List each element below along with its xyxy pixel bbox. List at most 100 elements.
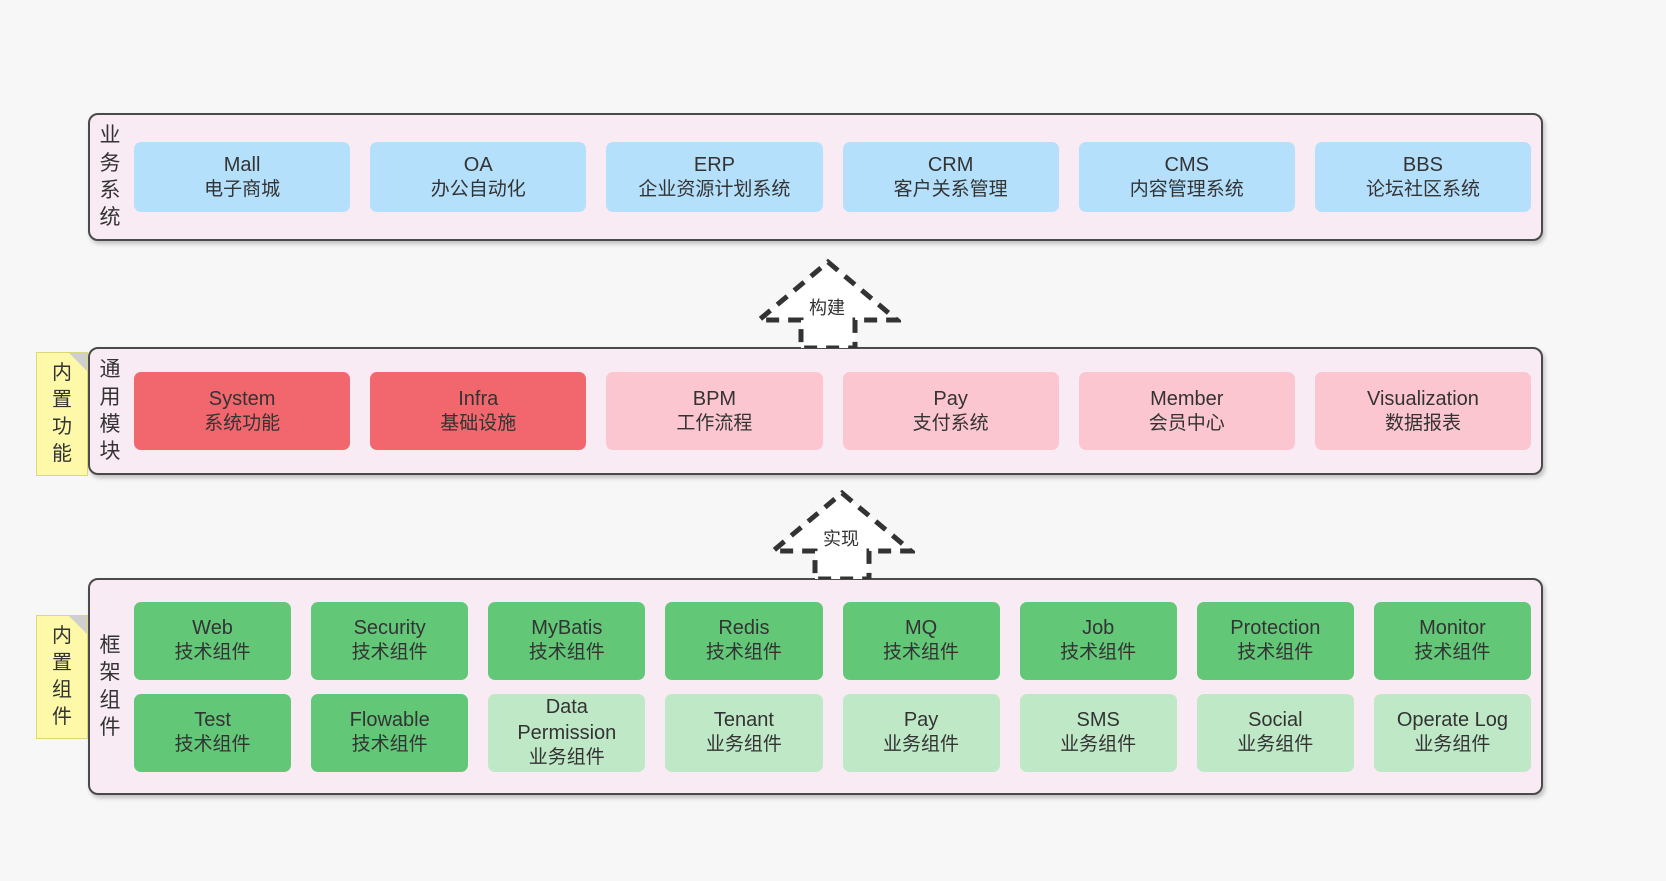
layer-label-char: 统 xyxy=(99,206,121,230)
layer-body-common: System 系统功能 Infra 基础设施 BPM 工作流程 Pay 支付系统… xyxy=(130,349,1541,473)
layer-label-char: 用 xyxy=(99,385,121,409)
module-subtitle: 技术组件 xyxy=(1237,642,1314,664)
module-title: Mall xyxy=(223,153,261,176)
layer-label-char: 块 xyxy=(99,440,121,464)
module-box-erp[interactable]: ERP 企业资源计划系统 xyxy=(606,142,823,212)
note-label-char: 内 xyxy=(52,625,72,648)
module-title: MQ xyxy=(904,617,938,640)
arrow-implement: 实现 xyxy=(766,489,918,582)
module-box-pay-business[interactable]: Pay 业务组件 xyxy=(842,693,1000,772)
note-fold-icon xyxy=(69,353,87,371)
module-subtitle: 技术组件 xyxy=(1414,642,1491,664)
layer-row: Mall 电子商城 OA 办公自动化 ERP 企业资源计划系统 CRM 客户关系… xyxy=(134,142,1532,212)
note-label-char: 置 xyxy=(52,652,72,675)
module-subtitle: 技术组件 xyxy=(174,734,251,756)
module-box-bbs[interactable]: BBS 论坛社区系统 xyxy=(1314,142,1532,212)
layer-label-char: 框 xyxy=(99,633,121,657)
note-label-char: 能 xyxy=(52,442,72,465)
layer-label-char: 务 xyxy=(99,151,121,175)
layer-row: System 系统功能 Infra 基础设施 BPM 工作流程 Pay 支付系统… xyxy=(134,372,1532,450)
layer-label-char: 架 xyxy=(99,661,121,685)
sticky-note-builtin-component: 内 置 组 件 xyxy=(36,615,88,739)
module-box-cms[interactable]: CMS 内容管理系统 xyxy=(1078,142,1295,212)
module-box-operate-log[interactable]: Operate Log 业务组件 xyxy=(1373,693,1531,772)
module-title: Web xyxy=(192,617,233,640)
module-box-tenant[interactable]: Tenant 业务组件 xyxy=(665,693,823,772)
layer-label-framework: 框 架 组 件 xyxy=(90,580,130,793)
module-box-member[interactable]: Member 会员中心 xyxy=(1078,372,1295,450)
module-title: Infra xyxy=(458,387,499,410)
layer-business-systems: 业 务 系 统 Mall 电子商城 OA 办公自动化 ERP 企业资源计划系统 xyxy=(88,113,1543,241)
module-subtitle: 技术组件 xyxy=(528,642,605,664)
module-box-job[interactable]: Job 技术组件 xyxy=(1019,601,1177,680)
module-subtitle: 技术组件 xyxy=(705,642,782,664)
module-subtitle: 业务组件 xyxy=(1060,734,1137,756)
module-box-pay[interactable]: Pay 支付系统 xyxy=(842,372,1059,450)
layer-common-modules: 通 用 模 块 System 系统功能 Infra 基础设施 BPM 工作流程 xyxy=(88,347,1543,475)
module-box-test[interactable]: Test 技术组件 xyxy=(134,693,292,772)
module-subtitle: 支付系统 xyxy=(912,412,989,434)
module-title: Data Permission xyxy=(517,696,617,745)
layer-row: Test 技术组件 Flowable 技术组件 Data Permission … xyxy=(134,693,1531,772)
module-box-redis[interactable]: Redis 技术组件 xyxy=(665,601,823,680)
layer-label-char: 系 xyxy=(99,179,121,202)
arrow-implement-label: 实现 xyxy=(823,529,859,549)
module-box-monitor[interactable]: Monitor 技术组件 xyxy=(1373,601,1531,680)
layer-label-common: 通 用 模 块 xyxy=(90,349,130,473)
module-subtitle: 技术组件 xyxy=(883,642,960,664)
module-subtitle: 工作流程 xyxy=(676,412,753,434)
module-box-protection[interactable]: Protection 技术组件 xyxy=(1196,601,1354,680)
module-subtitle: 技术组件 xyxy=(351,734,428,756)
layer-framework-components: 框 架 组 件 Web 技术组件 Security 技术组件 MyBatis 技… xyxy=(88,578,1543,795)
module-title: System xyxy=(208,387,276,410)
layer-label-business: 业 务 系 统 xyxy=(90,115,130,239)
module-title: Protection xyxy=(1230,617,1321,640)
module-box-security[interactable]: Security 技术组件 xyxy=(311,601,469,680)
module-box-sms[interactable]: SMS 业务组件 xyxy=(1019,693,1177,772)
module-subtitle: 技术组件 xyxy=(1060,642,1137,664)
module-subtitle: 办公自动化 xyxy=(430,178,526,200)
module-subtitle: 系统功能 xyxy=(204,412,281,434)
module-box-oa[interactable]: OA 办公自动化 xyxy=(370,142,587,212)
module-box-system[interactable]: System 系统功能 xyxy=(134,372,351,450)
module-subtitle: 技术组件 xyxy=(351,642,428,664)
module-title: Redis xyxy=(718,617,770,640)
sticky-note-builtin-function: 内 置 功 能 xyxy=(36,352,88,476)
module-title: MyBatis xyxy=(531,617,603,640)
note-label-char: 件 xyxy=(52,705,72,728)
module-title: BBS xyxy=(1402,153,1443,176)
module-box-bpm[interactable]: BPM 工作流程 xyxy=(606,372,823,450)
module-title: Operate Log xyxy=(1396,709,1509,732)
note-label-char: 置 xyxy=(52,389,72,412)
module-title: Test xyxy=(194,709,231,732)
module-box-infra[interactable]: Infra 基础设施 xyxy=(370,372,587,450)
module-title: Monitor xyxy=(1419,617,1486,640)
module-box-crm[interactable]: CRM 客户关系管理 xyxy=(842,142,1059,212)
module-title: OA xyxy=(463,153,493,176)
module-title: Tenant xyxy=(713,709,774,732)
module-subtitle: 数据报表 xyxy=(1384,412,1461,434)
module-box-web[interactable]: Web 技术组件 xyxy=(134,601,292,680)
layer-label-char: 模 xyxy=(99,413,121,436)
module-box-mall[interactable]: Mall 电子商城 xyxy=(134,142,351,212)
module-box-flowable[interactable]: Flowable 技术组件 xyxy=(311,693,469,772)
layer-body-business: Mall 电子商城 OA 办公自动化 ERP 企业资源计划系统 CRM 客户关系… xyxy=(130,115,1541,239)
module-title: Pay xyxy=(933,387,968,410)
arrow-build-label: 构建 xyxy=(809,298,845,318)
note-label-char: 内 xyxy=(52,362,72,385)
module-box-data-permission[interactable]: Data Permission 业务组件 xyxy=(488,693,646,772)
module-subtitle: 论坛社区系统 xyxy=(1365,178,1480,200)
layer-row: Web 技术组件 Security 技术组件 MyBatis 技术组件 Redi… xyxy=(134,601,1531,680)
module-title: ERP xyxy=(693,153,735,176)
module-box-mq[interactable]: MQ 技术组件 xyxy=(842,601,1000,680)
module-subtitle: 客户关系管理 xyxy=(893,178,1008,200)
module-title: Pay xyxy=(903,709,939,732)
module-title: Member xyxy=(1150,387,1224,410)
module-subtitle: 内容管理系统 xyxy=(1129,178,1244,200)
module-box-mybatis[interactable]: MyBatis 技术组件 xyxy=(488,601,646,680)
module-title: Security xyxy=(353,617,426,640)
module-box-social[interactable]: Social 业务组件 xyxy=(1196,693,1354,772)
module-subtitle: 会员中心 xyxy=(1148,412,1225,434)
note-label-char: 组 xyxy=(52,679,72,701)
module-box-visualization[interactable]: Visualization 数据报表 xyxy=(1314,372,1532,450)
